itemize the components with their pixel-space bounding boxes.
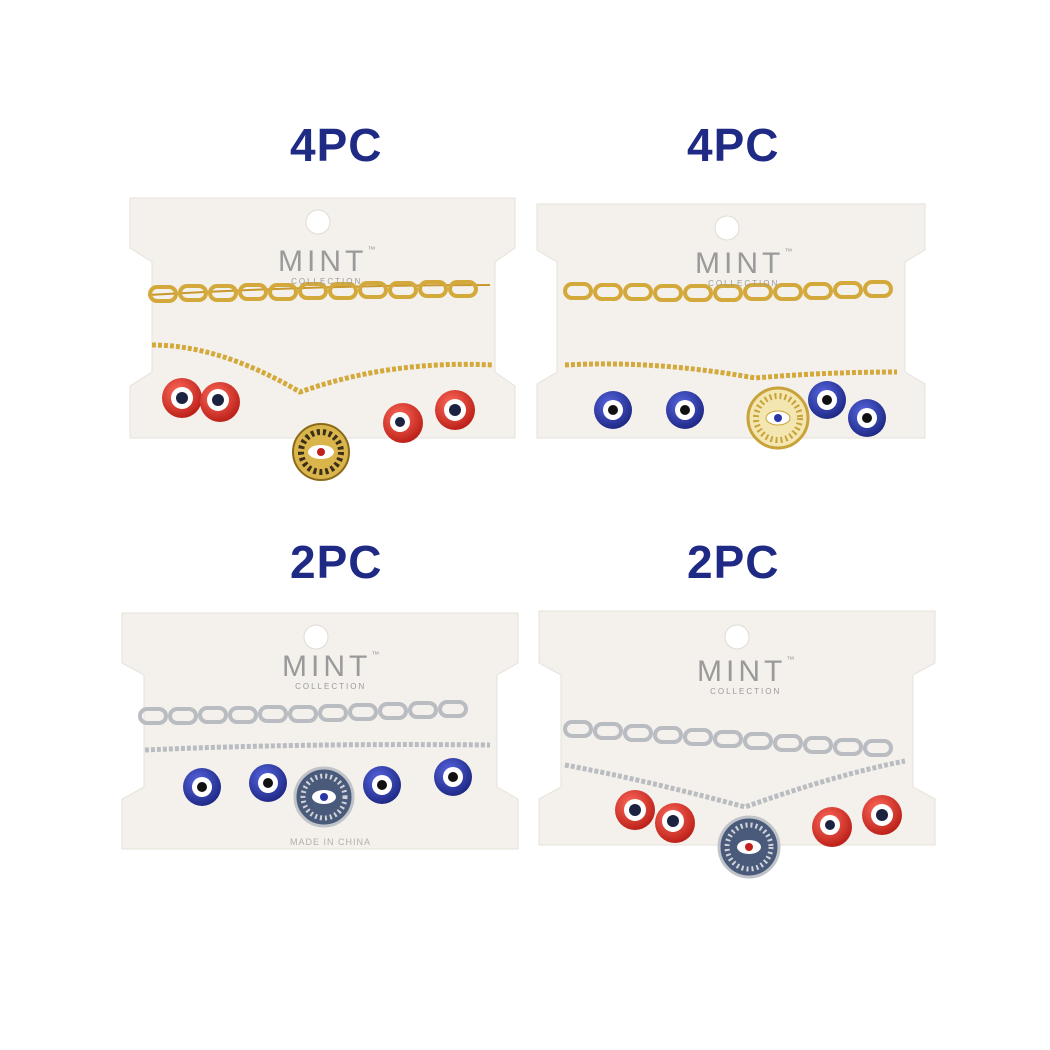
evil-eye-medallion: [746, 386, 810, 450]
product-tile-1: 4PC: [0, 0, 525, 525]
hang-hole: [714, 215, 740, 241]
gold-chain-bottom: [564, 361, 898, 381]
gold-chain-bottom: [151, 342, 493, 395]
silver-chain-bottom: [564, 758, 906, 810]
display-card: [538, 610, 936, 846]
silver-chain-bottom: [144, 742, 491, 753]
brand-logo: MINT™ COLLECTION: [697, 655, 795, 696]
evil-eye-beads: [594, 381, 886, 437]
display-card: [536, 203, 926, 439]
made-in-label: MADE IN CHINA: [290, 837, 372, 847]
hang-hole: [305, 209, 331, 235]
product-tile-2: 4PC MINT™ COLL: [525, 0, 1050, 525]
brand-logo: MINT™ COLLECTION: [282, 650, 380, 691]
quantity-label: 2PC: [687, 536, 780, 588]
display-card: [121, 612, 519, 850]
bracelet-card-photo: [121, 612, 519, 850]
gold-chain-top: [563, 280, 893, 302]
silver-chain-top: [138, 700, 468, 725]
bracelet-card-photo: [129, 197, 516, 481]
quantity-label: 4PC: [290, 119, 383, 171]
brand-logo: MINT™ COLLECTION: [278, 245, 376, 286]
product-tile-4: 2PC MINT™ COLL: [525, 525, 1050, 1050]
silver-chain-top: [563, 720, 893, 757]
evil-eye-medallion: [293, 766, 355, 828]
bracelet-card-photo: [538, 610, 936, 879]
evil-eye-beads: [162, 378, 475, 443]
quantity-label: 4PC: [687, 119, 780, 171]
hang-hole: [724, 624, 750, 650]
evil-eye-beads: [615, 790, 902, 847]
evil-eye-medallion: [292, 423, 350, 481]
brand-logo: MINT™ COLLECTION: [695, 247, 793, 288]
gold-chain-top: [147, 280, 491, 303]
display-card: [129, 197, 516, 439]
bracelet-card-photo: [536, 203, 926, 450]
product-tile-3: 2PC MINT™ COLL: [0, 525, 525, 1050]
evil-eye-beads: [183, 758, 472, 806]
quantity-label: 2PC: [290, 536, 383, 588]
evil-eye-medallion: [717, 815, 781, 879]
hang-hole: [303, 624, 329, 650]
